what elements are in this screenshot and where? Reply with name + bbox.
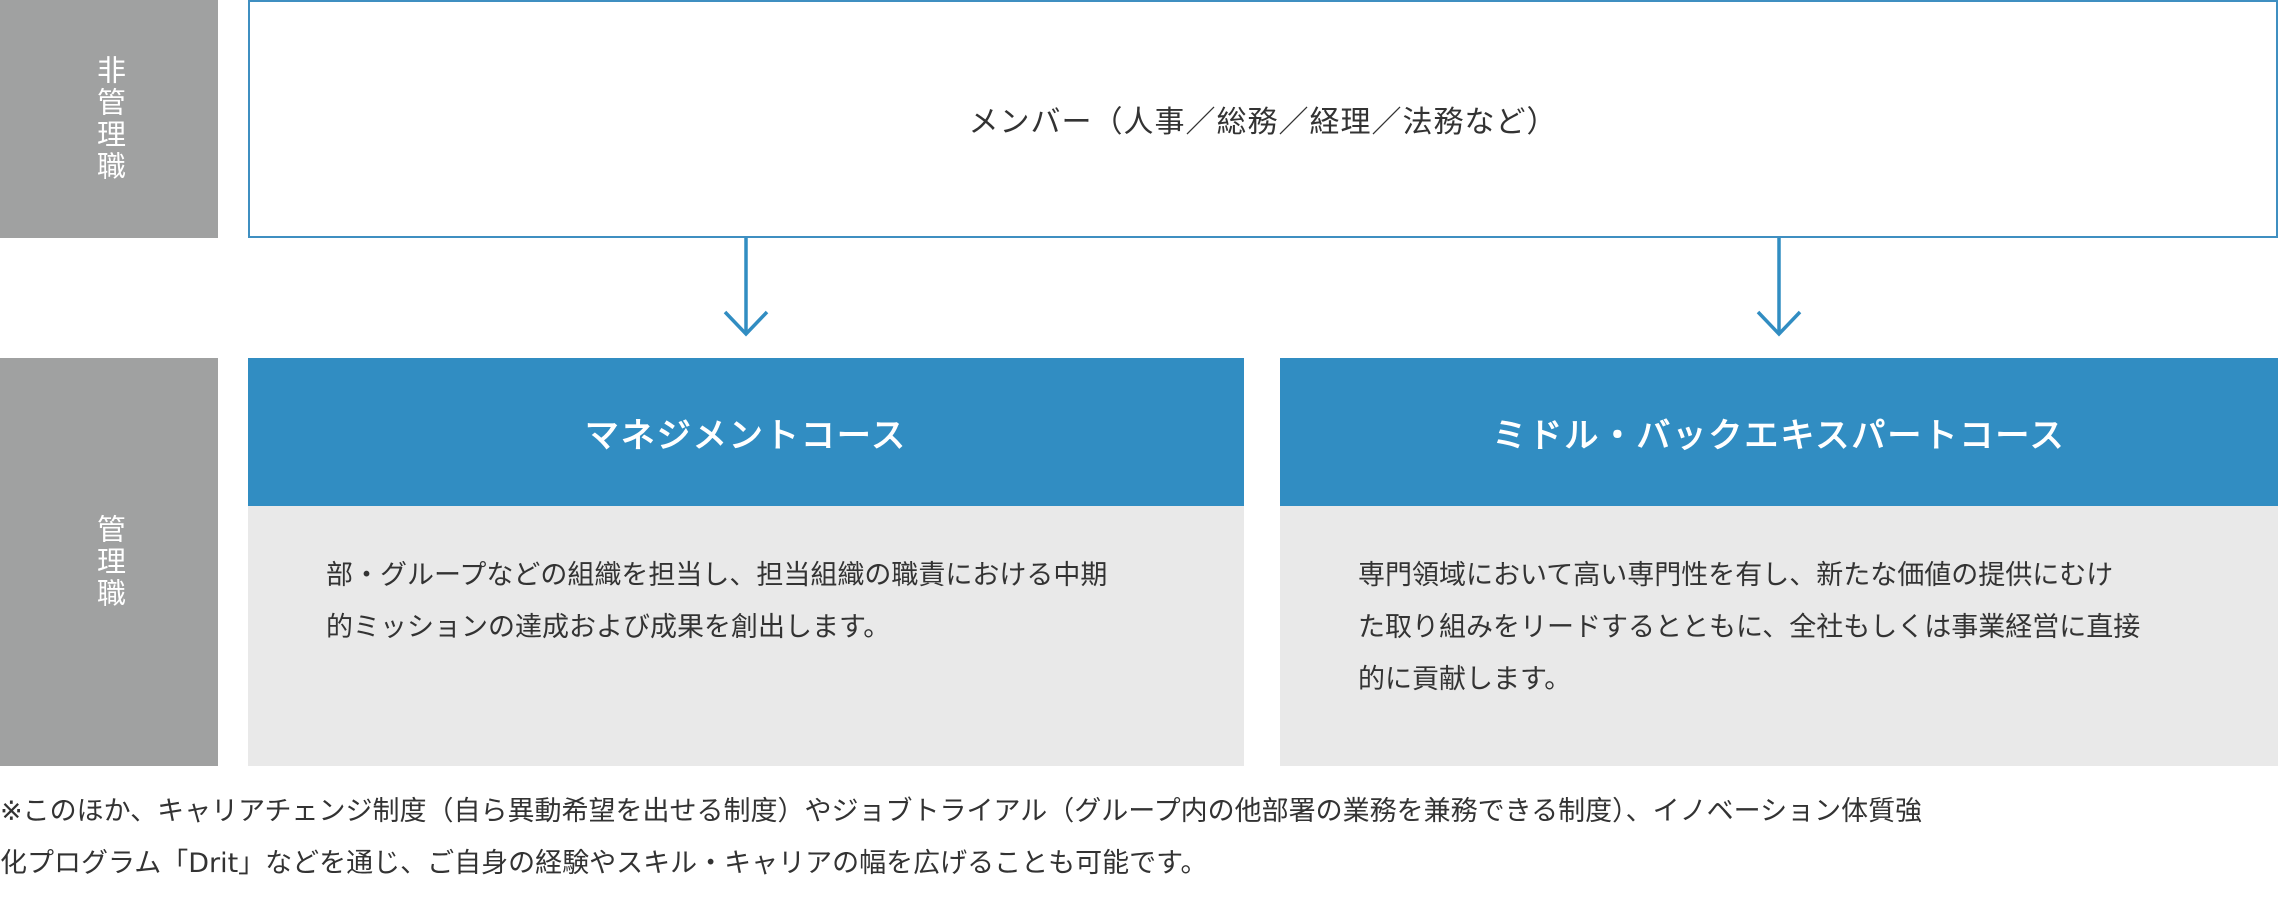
footnote: ※このほか、キャリアチェンジ制度（自ら異動希望を出せる制度）やジョブトライアル（…: [0, 786, 2280, 890]
expert-course-title: ミドル・バックエキスパートコース: [1492, 415, 2066, 456]
expert-course-header: ミドル・バックエキスパートコース: [1280, 358, 2278, 506]
management-course-title: マネジメントコース: [584, 415, 908, 456]
down-arrow-icon: [1756, 238, 1802, 337]
expert-course-line: 的に貢献します。: [1358, 664, 1572, 695]
member-box: メンバー（人事／総務／経理／法務など）: [248, 0, 2278, 238]
side-label-management: 管理職: [0, 358, 218, 766]
management-course-line: 部・グループなどの組織を担当し、担当組織の職責における中期: [326, 560, 1108, 591]
management-course-line: 的ミッションの達成および成果を創出します。: [326, 612, 891, 643]
footnote-line: 化プログラム「Drit」などを通じ、ご自身の経験やスキル・キャリアの幅を広げるこ…: [0, 848, 1208, 879]
side-label-non-management: 非管理職: [0, 0, 218, 238]
side-label-non-management-text: 非管理職: [92, 55, 127, 183]
expert-course-description: 専門領域において高い専門性を有し、新たな価値の提供にむけ た取り組みをリードする…: [1280, 506, 2278, 766]
footnote-line: ※このほか、キャリアチェンジ制度（自ら異動希望を出せる制度）やジョブトライアル（…: [0, 796, 1923, 827]
management-course-description: 部・グループなどの組織を担当し、担当組織の職責における中期 的ミッションの達成お…: [248, 506, 1244, 766]
management-course-header: マネジメントコース: [248, 358, 1244, 506]
expert-course-line: た取り組みをリードするとともに、全社もしくは事業経営に直接: [1358, 612, 2141, 643]
expert-course-line: 専門領域において高い専門性を有し、新たな価値の提供にむけ: [1358, 560, 2114, 591]
member-box-label: メンバー（人事／総務／経理／法務など）: [968, 105, 1558, 140]
down-arrow-icon: [723, 238, 769, 337]
side-label-management-text: 管理職: [92, 514, 127, 610]
